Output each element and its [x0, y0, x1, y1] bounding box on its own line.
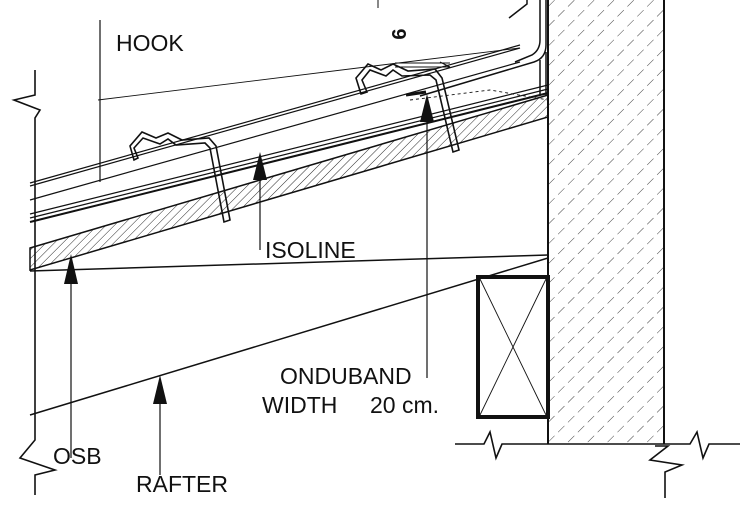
- hook-label: HOOK: [116, 30, 184, 56]
- wall-flashing: [419, 0, 547, 97]
- rafter: [29, 254, 549, 416]
- hook-left: [129, 131, 231, 224]
- onduband-width-label: WIDTH: [262, 392, 337, 418]
- onduband-strip: [405, 89, 549, 101]
- masonry-wall: [547, 0, 665, 444]
- dimension-label: 6: [389, 28, 411, 39]
- osb-board: [29, 93, 549, 272]
- rafter-label: RAFTER: [136, 471, 228, 497]
- onduband-label: ONDUBAND: [280, 363, 412, 389]
- osb-leader: [64, 254, 78, 458]
- rafter-leader: [153, 375, 167, 475]
- roof-sheet-layers: [29, 44, 549, 223]
- isoline-leader: [253, 152, 267, 250]
- isoline-label: ISOLINE: [265, 237, 356, 263]
- left-break-line: [11, 70, 58, 495]
- wall-plate-timber: [476, 275, 550, 419]
- osb-label: OSB: [53, 443, 102, 469]
- onduband-leader: [420, 94, 434, 378]
- onduband-width-value: 20 cm.: [370, 392, 439, 418]
- dimension-6: [377, 0, 451, 68]
- hook-right: [355, 63, 460, 154]
- wall-break-line: [648, 445, 685, 498]
- floor-break-line: [455, 429, 740, 461]
